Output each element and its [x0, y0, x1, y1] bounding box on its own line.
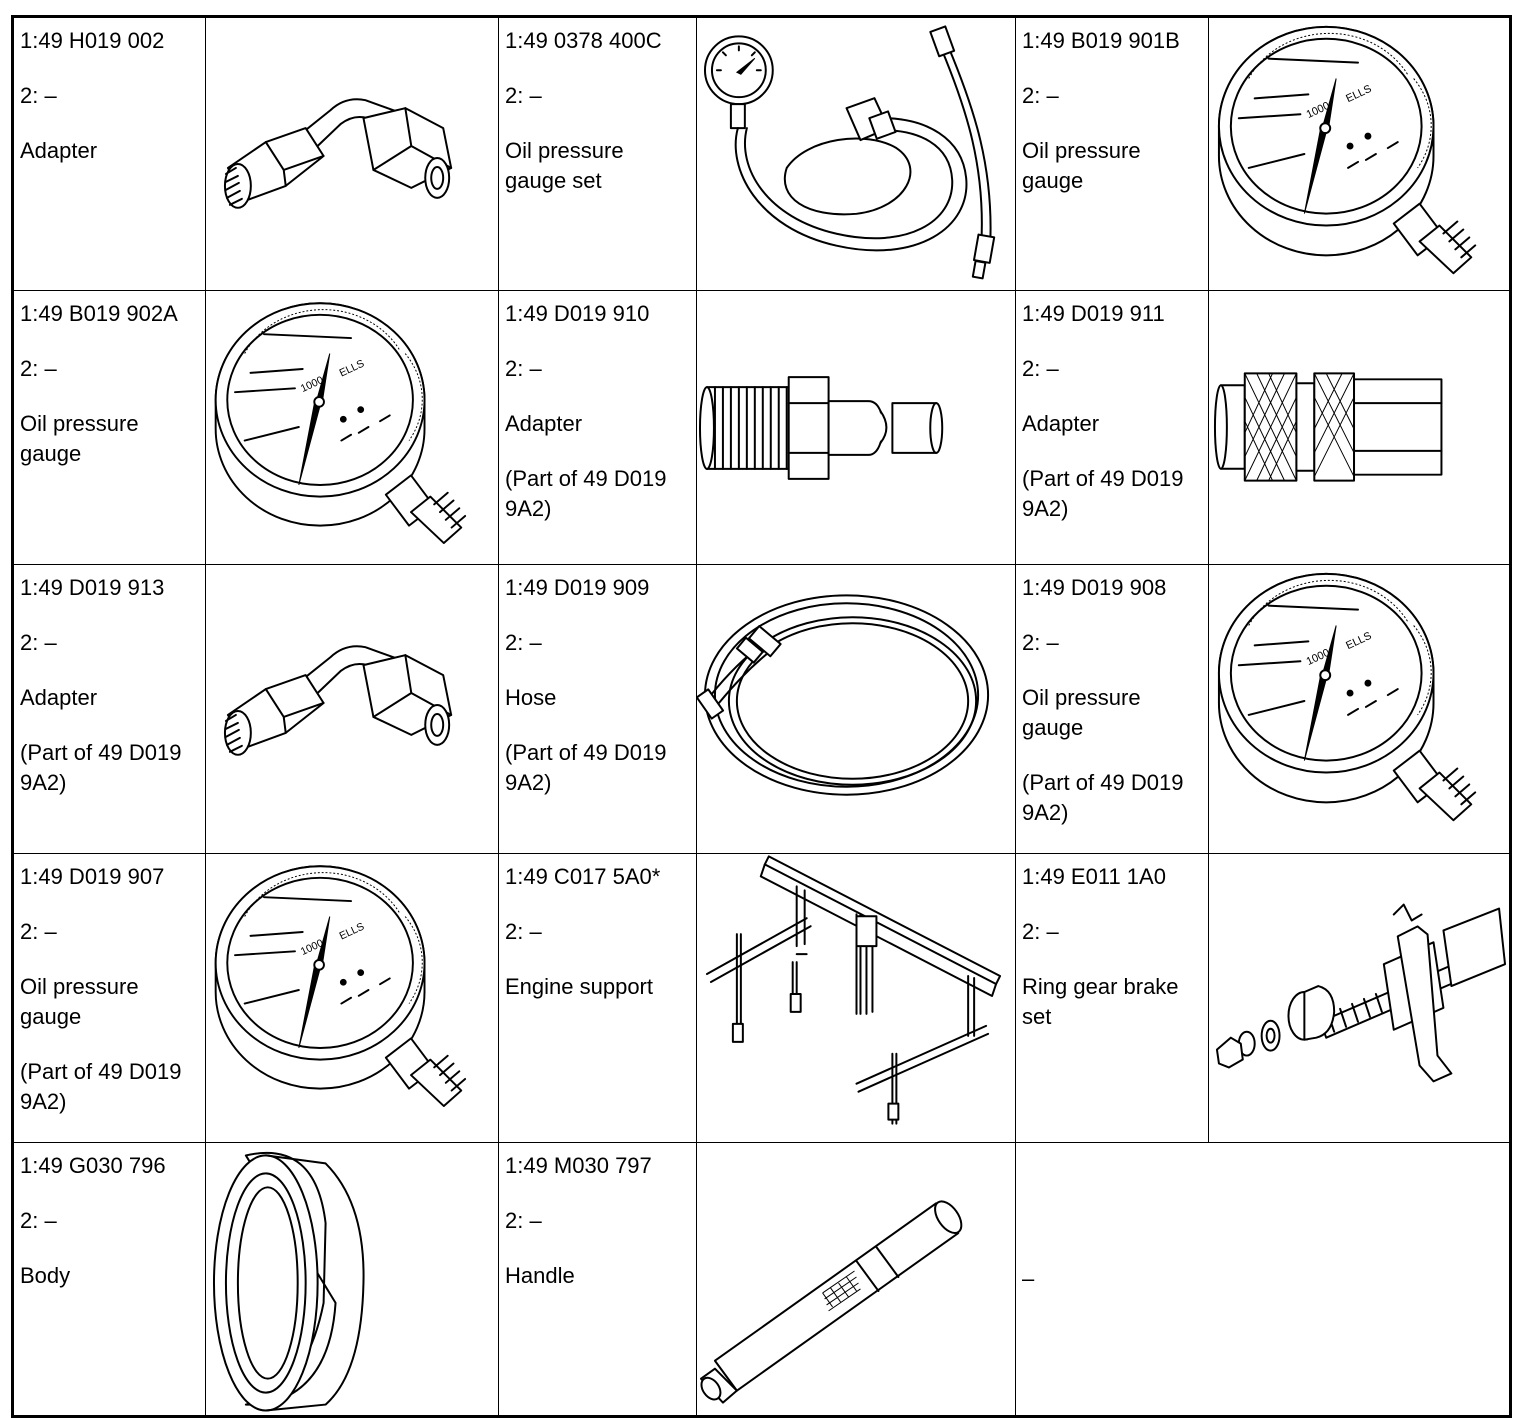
tool-code: 1:49 D019 911 [1022, 301, 1165, 326]
tool-note: (Part of 49 D019 9A2) [505, 740, 667, 795]
tool-info-cell: 1:49 E011 1A0 2: – Ring gear brake set [1015, 853, 1209, 1143]
tool-note: (Part of 49 D019 9A2) [1022, 770, 1184, 825]
tool-info-cell: 1:49 M030 797 2: – Handle [498, 1142, 697, 1417]
tool-code: 1:49 H019 002 [20, 28, 165, 53]
tool-illustration-cell [205, 564, 499, 854]
tool-alt-code: 2: – [505, 1208, 542, 1233]
tool-note: (Part of 49 D019 9A2) [1022, 466, 1184, 521]
tool-info-cell: 1:49 D019 907 2: – Oil pressure gauge (Part… [12, 853, 206, 1143]
tool-illustration-cell [696, 16, 1016, 291]
tool-alt-code: 2: – [1022, 630, 1059, 655]
tool-code: 1:49 G030 796 [20, 1153, 166, 1178]
tool-alt-code: 2: – [20, 919, 57, 944]
tool-name: Engine support [505, 974, 653, 999]
tool-name: Adapter [505, 411, 583, 436]
body-ring-icon [212, 1151, 365, 1412]
tool-name: Adapter [1022, 411, 1100, 436]
special-tools-table: 1:49 H019 002 2: – Adapter 1:49 0378 400C 2… [11, 15, 1512, 1418]
tool-illustration-cell [1208, 290, 1511, 565]
tool-code: 1:49 B019 902A [20, 301, 178, 326]
tool-code: 1:49 B019 901B [1022, 28, 1180, 53]
tool-alt-code: 2: – [20, 356, 57, 381]
adapter-icon [223, 645, 453, 756]
tool-alt-code: 2: – [20, 1208, 57, 1233]
tool-illustration-cell: 1000 ELLS [1208, 564, 1511, 854]
tool-alt-code: 2: – [1022, 356, 1059, 381]
tool-name: Oil pressure gauge [1022, 685, 1141, 740]
tool-alt-code: 2: – [505, 83, 542, 108]
tool-info-cell: 1:49 D019 908 2: – Oil pressure gauge (Part… [1015, 564, 1209, 854]
tool-code: 1:49 0378 400C [505, 28, 662, 53]
tool-name: Adapter [20, 138, 98, 163]
male-coupler-icon [698, 376, 944, 480]
tool-info-cell: 1:49 G030 796 2: – Body [12, 1142, 206, 1417]
tool-illustration-cell: 1000 ELLS [205, 290, 499, 565]
tool-name: Oil pressure gauge [1022, 138, 1141, 193]
tool-code: 1:49 C017 5A0* [505, 864, 661, 889]
table-row: 1:49 B019 902A 2: – Oil pressure gauge 100… [12, 290, 1511, 565]
tool-code: 1:49 D019 907 [20, 864, 165, 889]
tool-code: 1:49 D019 913 [20, 575, 165, 600]
tool-illustration-cell [205, 1142, 499, 1417]
table-row: 1:49 G030 796 2: – Body 1:49 M030 797 2: – H… [12, 1142, 1511, 1417]
tool-alt-code: 2: – [1022, 919, 1059, 944]
tool-illustration-cell: 1000 ELLS [1208, 16, 1511, 291]
tool-code: 1:49 D019 909 [505, 575, 650, 600]
tool-note: (Part of 49 D019 9A2) [505, 466, 667, 521]
tool-illustration-cell [696, 290, 1016, 565]
tool-info-cell: 1:49 C017 5A0* 2: – Engine support [498, 853, 697, 1143]
pressure-gauge-icon: 1000 ELLS [1217, 25, 1477, 275]
tool-alt-code: 2: – [20, 630, 57, 655]
tool-code: 1:49 M030 797 [505, 1153, 652, 1178]
tool-name: Adapter [20, 685, 98, 710]
adapter-icon [223, 98, 453, 209]
tool-info-cell: 1:49 D019 909 2: – Hose (Part of 49 D019 9A… [498, 564, 697, 854]
tool-info-cell: 1:49 D019 910 2: – Adapter (Part of 49 D019… [498, 290, 697, 565]
table-row: 1:49 H019 002 2: – Adapter 1:49 0378 400C 2… [12, 16, 1511, 291]
tool-alt-code: 2: – [505, 356, 542, 381]
tool-code: 1:49 D019 910 [505, 301, 650, 326]
tool-alt-code: 2: – [1022, 83, 1059, 108]
tool-illustration-cell: 1000 ELLS [205, 853, 499, 1143]
tool-info-cell: 1:49 D019 913 2: – Adapter (Part of 49 D019… [12, 564, 206, 854]
tool-name: Oil pressure gauge [20, 974, 139, 1029]
empty-cell: – [1015, 1142, 1511, 1417]
pressure-gauge-icon: 1000 ELLS [214, 302, 467, 544]
female-coupler-icon [1213, 372, 1443, 482]
table-row: 1:49 D019 913 2: – Adapter (Part of 49 D019… [12, 564, 1511, 854]
tool-illustration-cell [696, 853, 1016, 1143]
tool-code: 1:49 E011 1A0 [1022, 864, 1166, 889]
tool-illustration-cell [205, 16, 499, 291]
ring-gear-brake-icon [1215, 903, 1507, 1083]
pressure-gauge-icon: 1000 ELLS [1217, 572, 1477, 822]
tool-name: Ring gear brake set [1022, 974, 1179, 1029]
gauge-set-icon [703, 25, 996, 280]
tool-name: Oil pressure gauge [20, 411, 139, 466]
tool-name: Oil pressure gauge set [505, 138, 624, 193]
tool-info-cell: 1:49 B019 902A 2: – Oil pressure gauge [12, 290, 206, 565]
tool-name: Hose [505, 685, 557, 710]
engine-support-icon [705, 855, 1002, 1125]
tool-code: 1:49 D019 908 [1022, 575, 1167, 600]
tool-info-cell: 1:49 H019 002 2: – Adapter [12, 16, 206, 291]
tool-info-cell: 1:49 0378 400C 2: – Oil pressure gauge set [498, 16, 697, 291]
tool-alt-code: 2: – [20, 83, 57, 108]
handle-icon [699, 1200, 963, 1404]
tool-info-cell: 1:49 D019 911 2: – Adapter (Part of 49 D019… [1015, 290, 1209, 565]
tool-info-cell: 1:49 B019 901B 2: – Oil pressure gauge [1015, 16, 1209, 291]
tool-alt-code: 2: – [505, 630, 542, 655]
tool-name: Body [20, 1263, 71, 1288]
pressure-gauge-icon: 1000 ELLS [214, 865, 467, 1107]
tool-note: (Part of 49 D019 9A2) [20, 740, 182, 795]
tool-note: (Part of 49 D019 9A2) [20, 1059, 182, 1114]
tool-name: Handle [505, 1263, 575, 1288]
tool-alt-code: 2: – [505, 919, 542, 944]
table-row: 1:49 D019 907 2: – Oil pressure gauge (Part… [12, 853, 1511, 1143]
hose-icon [697, 594, 990, 796]
tool-illustration-cell [696, 564, 1016, 854]
tool-illustration-cell [696, 1142, 1016, 1417]
tool-illustration-cell [1208, 853, 1511, 1143]
